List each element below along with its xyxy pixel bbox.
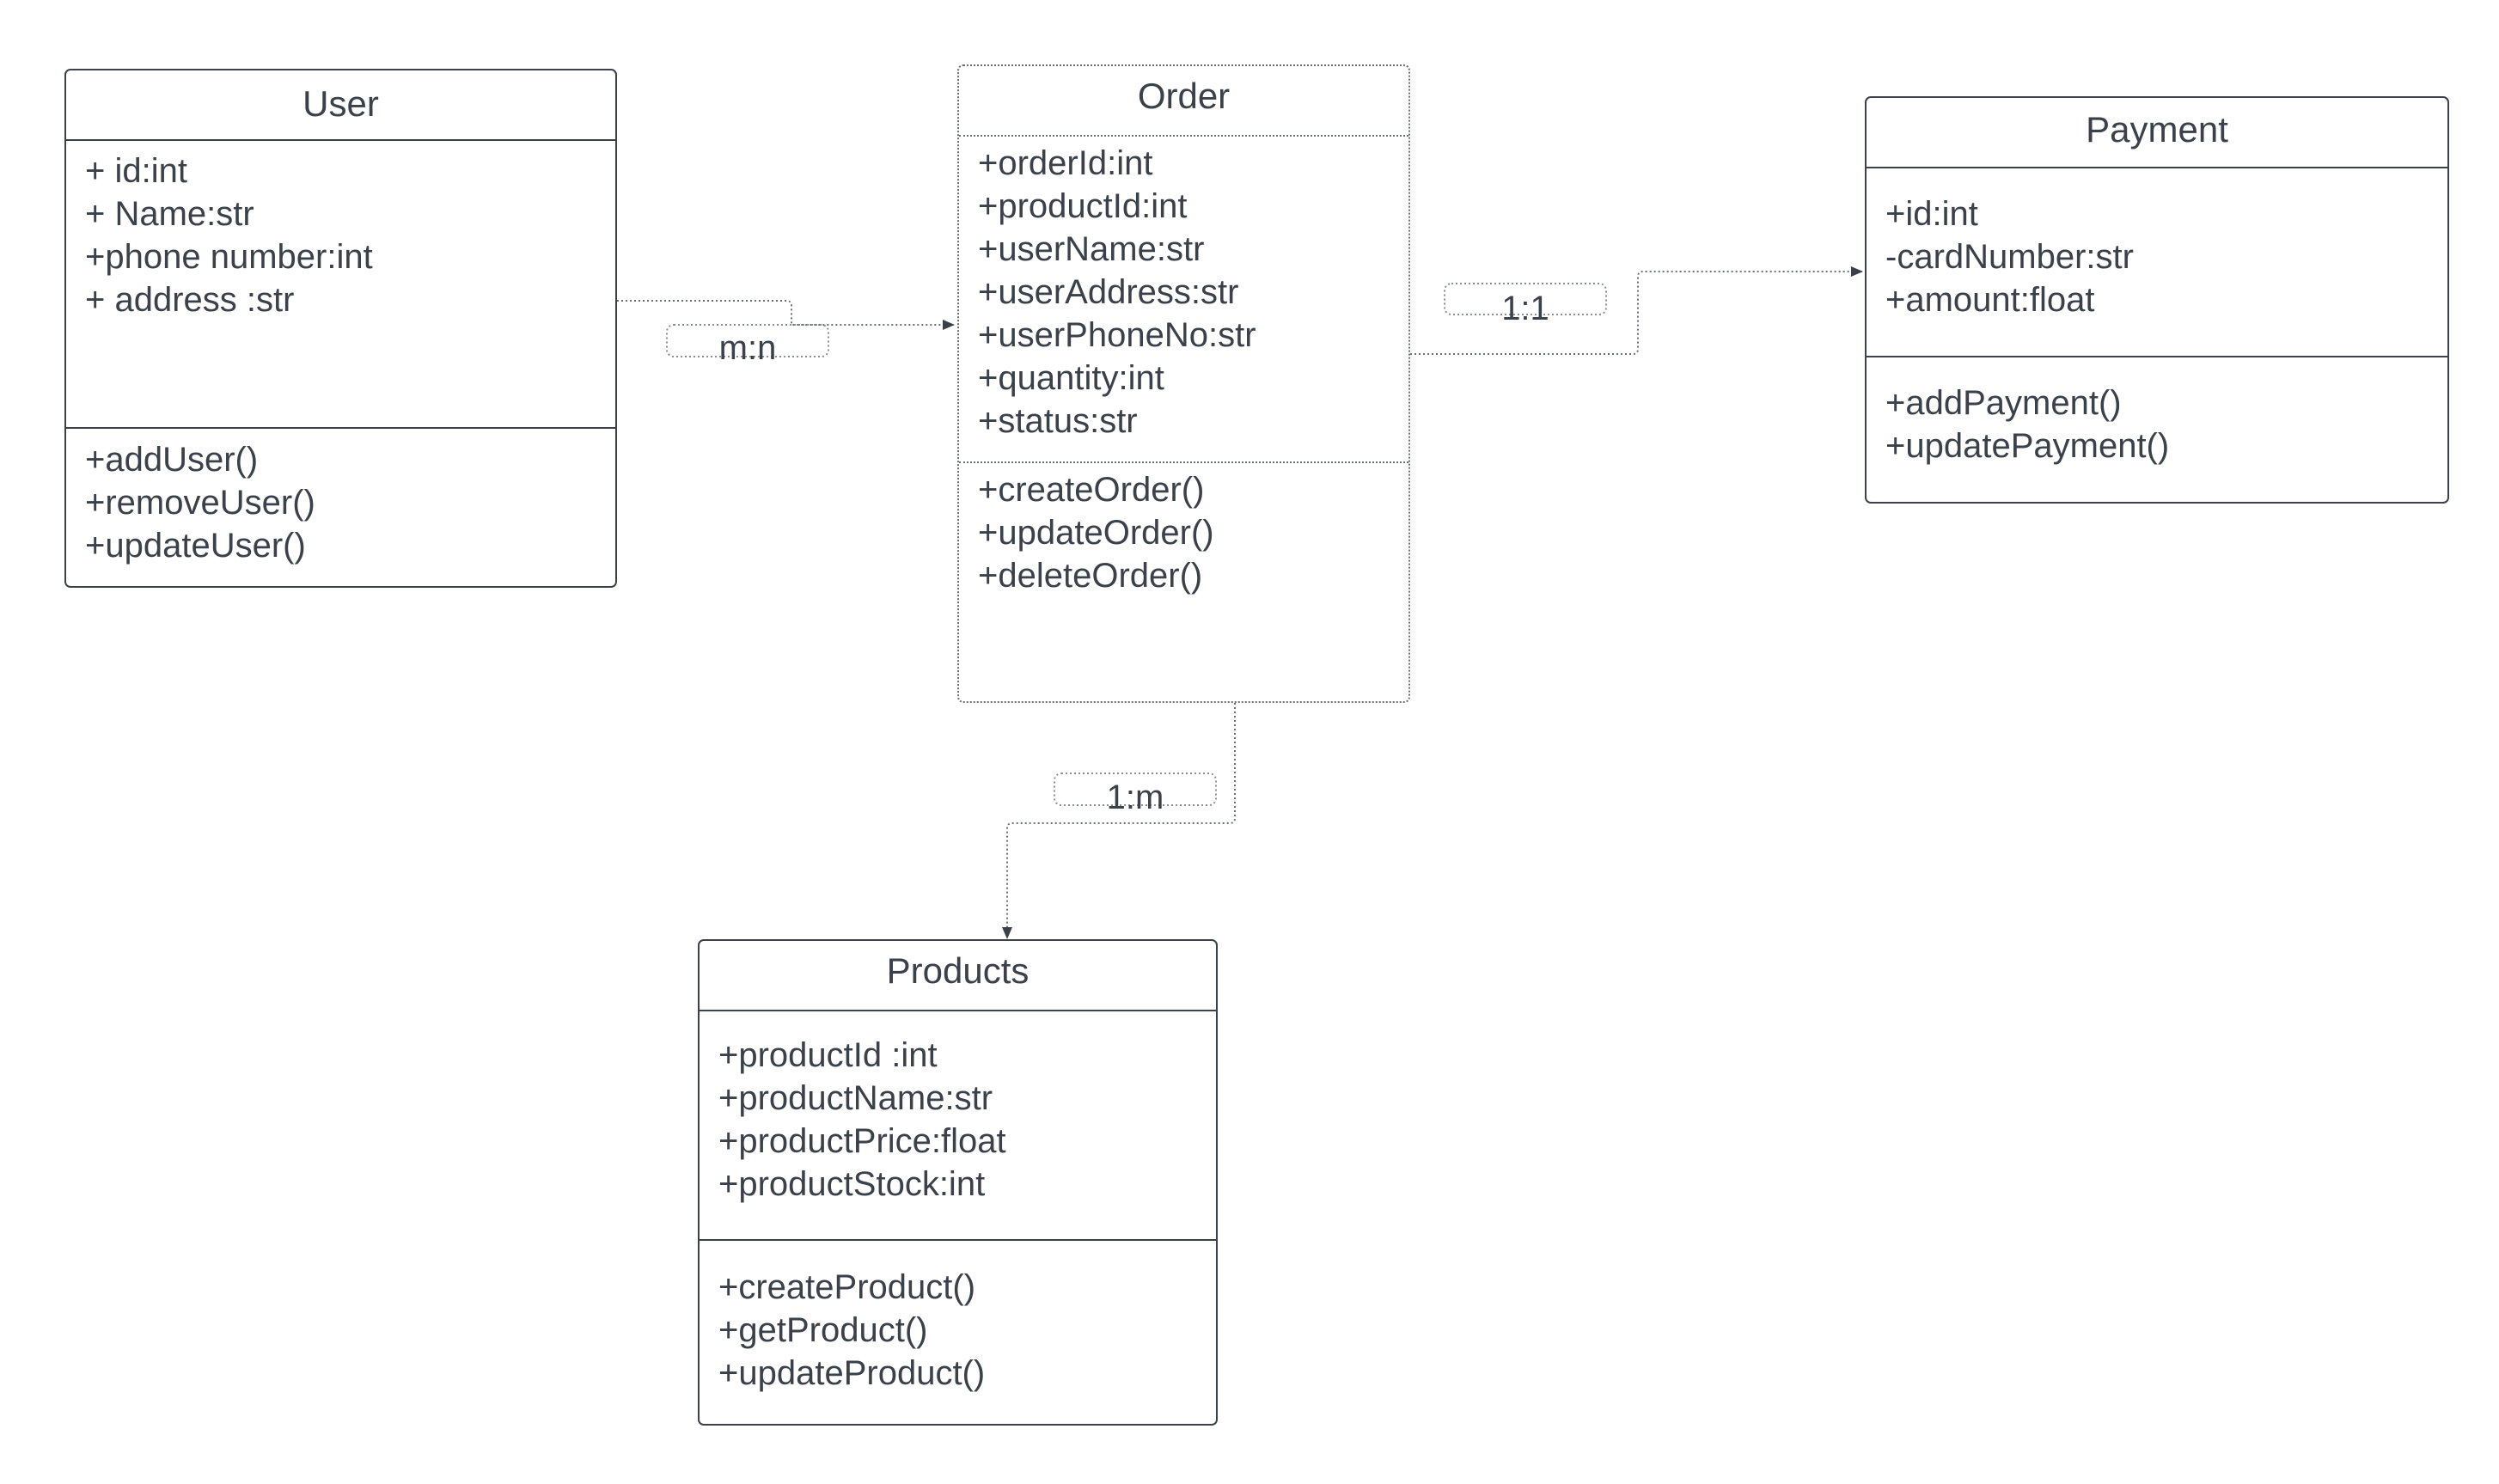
attribute: -cardNumber:str [1885, 238, 2134, 276]
connector-order-payment[interactable]: 1:1 [1410, 266, 1863, 355]
divider [959, 461, 1408, 463]
method: +createProduct() [718, 1268, 976, 1306]
method: +updateUser() [85, 527, 306, 565]
relation-label-box [1054, 773, 1217, 806]
method: +updatePayment() [1885, 427, 2170, 465]
attribute: +productName:str [718, 1079, 993, 1117]
class-user[interactable]: User + id:int + Name:str +phone number:i… [64, 69, 617, 588]
attribute: +amount:float [1885, 281, 2095, 319]
attributes-section: +id:int -cardNumber:str +amount:float [1867, 192, 2447, 321]
attribute: +quantity:int [978, 359, 1164, 397]
connector-order-products[interactable]: 1:m [1002, 703, 1236, 939]
methods-section: +createProduct() +getProduct() +updatePr… [700, 1266, 1216, 1395]
divider [66, 139, 615, 141]
class-payment[interactable]: Payment +id:int -cardNumber:str +amount:… [1865, 96, 2449, 504]
methods-section: +addUser() +removeUser() +updateUser() [66, 438, 615, 567]
method: +updateOrder() [978, 514, 1214, 552]
attribute: +userName:str [978, 230, 1205, 268]
method: +updateProduct() [718, 1354, 986, 1392]
attribute: +phone number:int [85, 238, 373, 276]
method: +getProduct() [718, 1311, 928, 1349]
attribute: +userAddress:str [978, 273, 1239, 311]
connector-user-order[interactable]: m:n [617, 300, 955, 367]
divider [66, 427, 615, 429]
relation-label-box [1444, 283, 1607, 315]
relation-label-order-payment: 1:1 [1501, 290, 1549, 327]
attribute: + id:int [85, 152, 187, 190]
attribute: +userPhoneNo:str [978, 316, 1256, 354]
divider [1867, 356, 2447, 357]
relation-label-box [666, 324, 829, 357]
class-products[interactable]: Products +productId :int +productName:st… [698, 939, 1218, 1426]
method: +deleteOrder() [978, 557, 1203, 595]
methods-section: +addPayment() +updatePayment() [1867, 382, 2447, 467]
divider [700, 1239, 1216, 1241]
attribute: +id:int [1885, 195, 1978, 233]
attribute: +productStock:int [718, 1165, 986, 1203]
methods-section: +createOrder() +updateOrder() +deleteOrd… [959, 468, 1408, 597]
attribute: +productId:int [978, 187, 1188, 225]
attributes-section: + id:int + Name:str +phone number:int + … [66, 150, 615, 321]
class-order[interactable]: Order +orderId:int +productId:int +userN… [957, 64, 1410, 703]
method: +createOrder() [978, 471, 1205, 509]
attribute: +productId :int [718, 1036, 938, 1074]
class-title: Payment [2086, 109, 2228, 150]
method: +addUser() [85, 441, 259, 479]
relation-label-order-products: 1:m [1107, 779, 1164, 816]
method: +removeUser() [85, 484, 315, 522]
relation-label-user-order: m:n [719, 329, 777, 367]
attribute: +orderId:int [978, 144, 1153, 182]
attribute: + address :str [85, 281, 295, 319]
attribute: + Name:str [85, 195, 254, 233]
attributes-section: +productId :int +productName:str +produc… [700, 1034, 1216, 1206]
divider [700, 1010, 1216, 1011]
attributes-section: +orderId:int +productId:int +userName:st… [959, 142, 1408, 443]
method: +addPayment() [1885, 384, 2122, 422]
class-title: User [302, 83, 379, 124]
divider [959, 135, 1408, 137]
attribute: +status:str [978, 402, 1138, 440]
divider [1867, 167, 2447, 168]
class-title: Order [1137, 76, 1231, 116]
attribute: +productPrice:float [718, 1122, 1006, 1160]
class-title: Products [886, 950, 1030, 991]
